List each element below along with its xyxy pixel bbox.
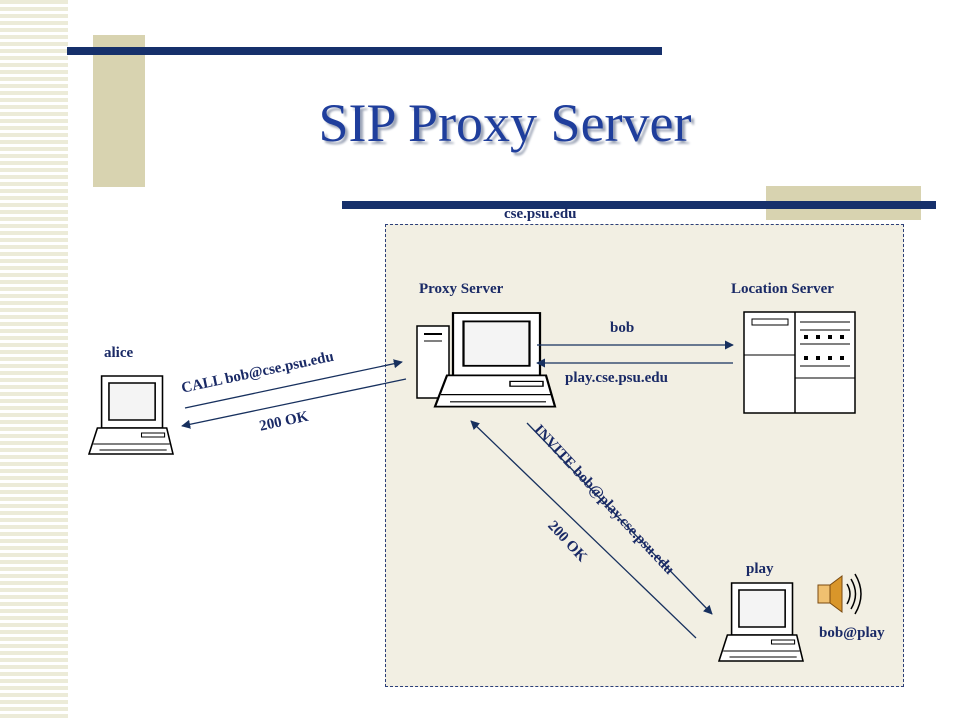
location-server-label: Location Server [731,281,834,297]
proxy-server-label: Proxy Server [419,281,504,297]
location-server-icon [743,311,856,414]
bob-at-play-label: bob@play [819,625,885,641]
invite-arrow [526,422,713,615]
ok-alice-arrow [181,378,407,429]
alice-computer-icon [88,375,174,455]
play-label: play [746,561,774,577]
call-arrow [184,359,403,409]
slide-title: SIP Proxy Server [318,93,692,153]
ok-play-arrow [470,420,697,639]
decorative-stripe [0,0,68,720]
decorative-bar-top [67,47,662,55]
decorative-tan-block-left [93,35,145,187]
domain-label: cse.psu.edu [504,206,577,222]
alice-label: alice [104,345,134,361]
proxy-computer-icon [416,311,557,408]
reply-label: play.cse.psu.edu [565,370,668,386]
play-computer-icon [718,582,804,662]
domain-box [385,224,904,687]
decorative-bar-mid [342,201,936,209]
query-label: bob [610,320,635,336]
speaker-icon [817,573,862,615]
